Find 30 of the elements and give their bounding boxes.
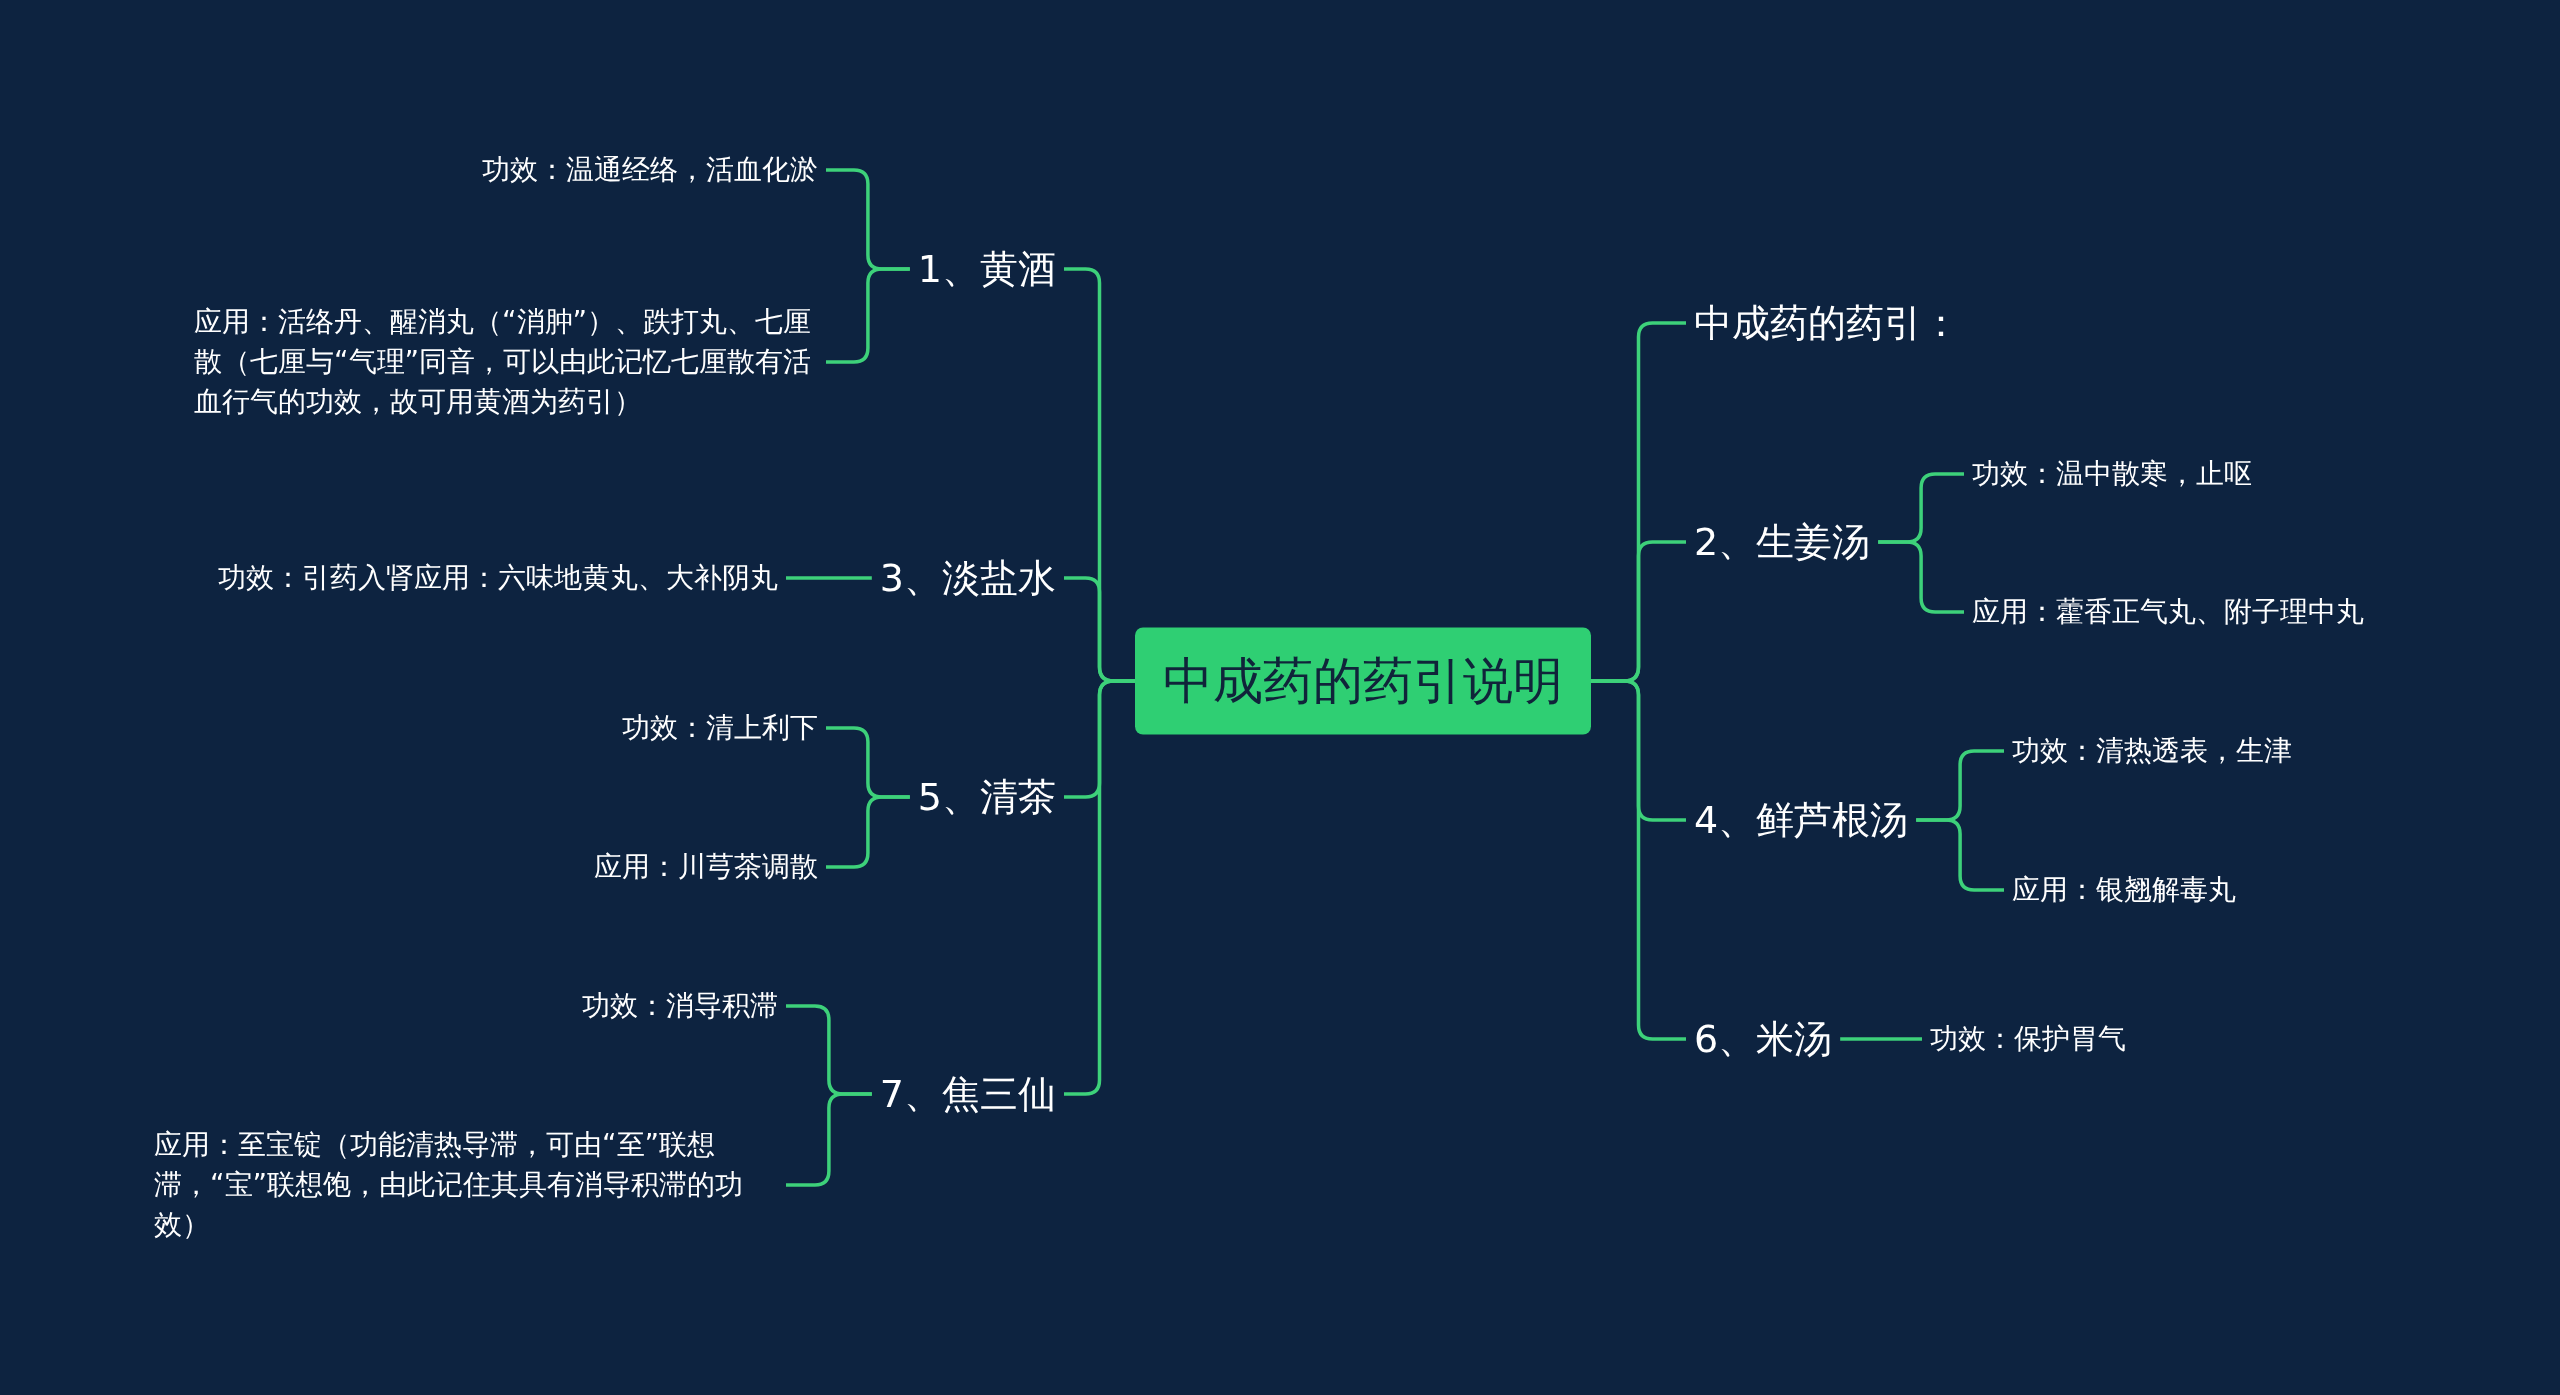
leaf-topic: 应用：川芎茶调散	[586, 843, 826, 891]
leaf-topic: 应用：至宝锭（功能清热导滞，可由“至”联想滞，“宝”联想饱，由此记住其具有消导积滞的功效）	[146, 1121, 786, 1249]
connector-line	[1878, 540, 1964, 614]
leaf-topic: 应用：活络丹、醒消丸（“消肿”）、跌打丸、七厘散（七厘与“气理”同音，可以由此记忆七厘散有活血行气的功效，故可用黄酒为药引）	[186, 298, 826, 426]
connector-line	[1064, 679, 1135, 1096]
leaf-topic: 功效：清上利下	[614, 704, 826, 752]
leaf-topic: 功效：保护胃气	[1922, 1015, 2134, 1063]
leaf-topic: 功效：清热透表，生津	[2004, 727, 2300, 775]
connector-line	[826, 267, 910, 364]
leaf-topic: 功效：温中散寒，止呕	[1964, 450, 2260, 498]
leaf-topic: 应用：藿香正气丸、附子理中丸	[1964, 588, 2372, 636]
leaf-topic: 应用：银翘解毒丸	[2004, 866, 2244, 914]
branch-topic: 5、清茶	[909, 764, 1064, 830]
connector-line	[1591, 679, 1686, 1041]
branch-topic: 6、米汤	[1686, 1006, 1841, 1072]
leaf-topic: 功效：消导积滞	[574, 982, 786, 1030]
central-topic: 中成药的药引说明	[1135, 627, 1591, 735]
connector-line	[786, 1092, 872, 1187]
branch-topic: 7、焦三仙	[871, 1061, 1064, 1127]
branch-topic: 中成药的药引：	[1686, 290, 1968, 356]
connector-line	[786, 576, 872, 580]
branch-topic: 2、生姜汤	[1686, 509, 1879, 575]
leaf-topic: 功效：温通经络，活血化淤	[474, 146, 826, 194]
connector-line	[826, 795, 910, 869]
branch-topic: 3、淡盐水	[871, 545, 1064, 611]
connector-line	[1840, 1037, 1922, 1041]
leaf-topic: 功效：引药入肾应用：六味地黄丸、大补阴丸	[210, 554, 786, 602]
branch-topic: 4、鲜芦根汤	[1686, 787, 1917, 853]
connector-line	[1916, 818, 2004, 892]
branch-topic: 1、黄酒	[909, 236, 1064, 302]
